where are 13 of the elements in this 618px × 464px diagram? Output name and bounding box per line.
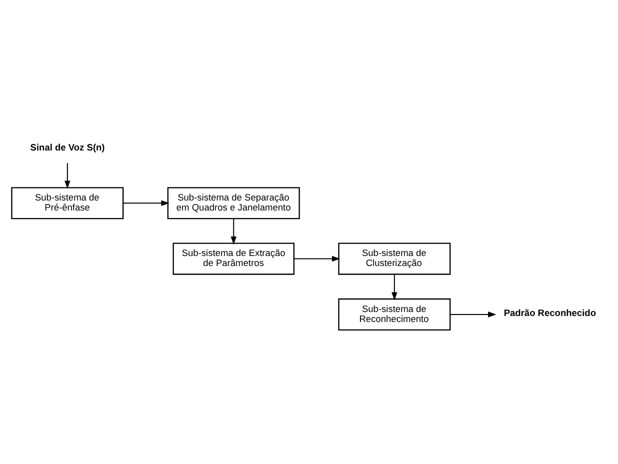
node-box: Sub-sistema de Reconhecimento — [338, 298, 451, 330]
arrow — [123, 200, 170, 206]
node-box: Sub-sistema de Pré-ênfase — [11, 186, 124, 219]
arrow — [64, 162, 70, 188]
arrow — [392, 274, 398, 300]
node-text: Padrão Reconhecido — [504, 308, 596, 318]
node-box: Sub-sistema de Clusterização — [338, 242, 451, 274]
arrow — [294, 255, 340, 262]
arrow — [230, 218, 236, 244]
node-text: Sinal de Voz S(n) — [30, 142, 105, 152]
node-box: Sub-sistema de Separação em Quadros e Janelamento — [167, 186, 300, 219]
arrow — [450, 311, 496, 317]
node-box: Sub-sistema de Extração de Parâmetros — [172, 242, 294, 274]
